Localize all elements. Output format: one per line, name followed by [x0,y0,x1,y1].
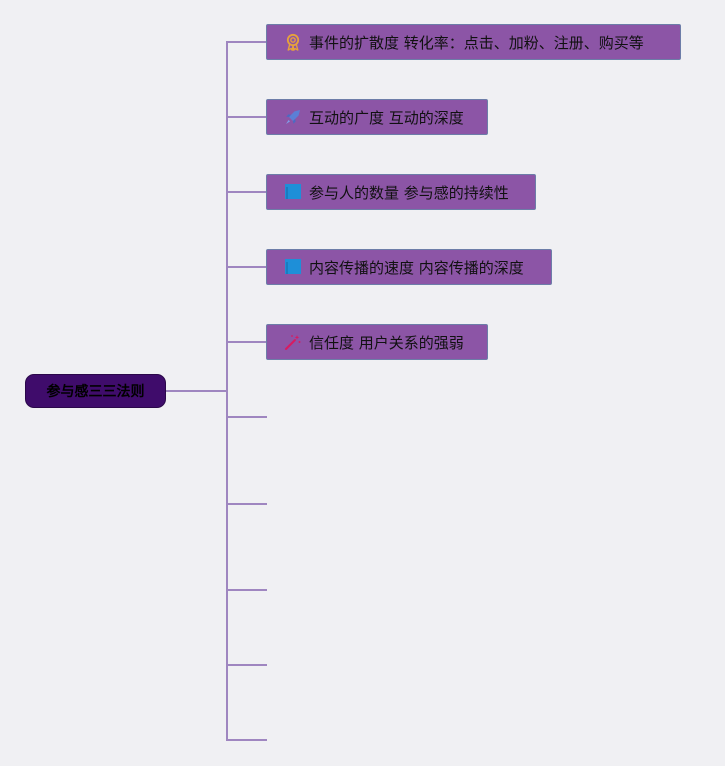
branch-node-label: 内容传播的速度 内容传播的深度 [309,258,524,277]
branch-connector [226,341,267,343]
root-connector [166,390,227,392]
empty-branch-connector [226,664,267,666]
branch-connector [226,266,267,268]
branch-node-content[interactable]: 内容传播的速度 内容传播的深度 [266,249,552,285]
empty-branch-connector [226,589,267,591]
branch-node-label: 事件的扩散度 转化率：点击、加粉、注册、购买等 [309,33,644,52]
root-node[interactable]: 参与感三三法则 [25,374,166,408]
blue-flag-icon [284,183,302,201]
empty-branch-connector [226,416,267,418]
branch-node-label: 参与人的数量 参与感的持续性 [309,183,509,202]
branch-node-participants[interactable]: 参与人的数量 参与感的持续性 [266,174,536,210]
empty-branch-connector [226,503,267,505]
branch-connector [226,41,267,43]
branch-node-interaction[interactable]: 互动的广度 互动的深度 [266,99,488,135]
rocket-icon [284,108,302,126]
magic-wand-icon [284,333,302,351]
branch-node-label: 互动的广度 互动的深度 [309,108,464,127]
branch-node-trust[interactable]: 信任度 用户关系的强弱 [266,324,488,360]
branch-connector [226,116,267,118]
branch-node-label: 信任度 用户关系的强弱 [309,333,464,352]
branch-node-spread[interactable]: 事件的扩散度 转化率：点击、加粉、注册、购买等 [266,24,681,60]
root-node-label: 参与感三三法则 [46,384,145,400]
branch-connector [226,191,267,193]
vertical-spine [226,41,228,741]
award-ribbon-icon [284,33,302,51]
empty-branch-connector [226,739,267,741]
blue-flag-icon [284,258,302,276]
